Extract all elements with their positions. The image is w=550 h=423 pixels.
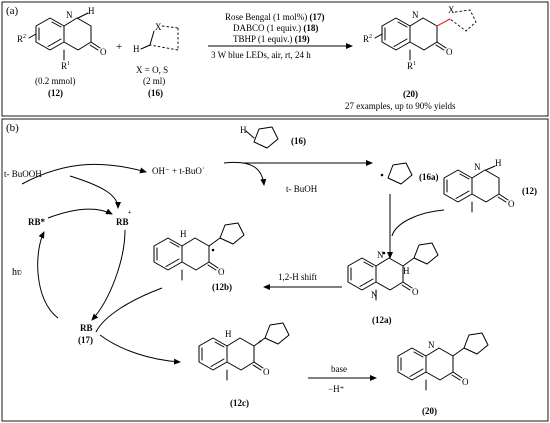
adduct-n1: N — [371, 290, 378, 300]
tbhp-activation-arrow — [21, 163, 147, 185]
q12-n4: N — [474, 162, 481, 172]
reactant-id: (12) — [48, 88, 63, 98]
panel-a-frame — [1, 1, 549, 117]
thf-radical-id: (16a) — [419, 172, 439, 182]
heteroatom-values: X = O, S — [136, 65, 168, 75]
shifted-nh: H — [180, 229, 187, 239]
product-r1: R — [407, 61, 413, 71]
reactant-amount: (0.2 mmol) — [35, 76, 76, 86]
rb-oxidation-arrow — [69, 175, 121, 209]
shifted-oxygen: O — [218, 267, 225, 277]
adduct-oxygen: O — [412, 287, 419, 297]
product-r2: R — [363, 34, 369, 44]
product-r1-sup: 1 — [413, 61, 416, 67]
panel-b-label: (b) — [6, 122, 19, 134]
condition-catalyst: Rose Bengal (1 mol%) (17) — [225, 12, 325, 22]
thf-reagent — [245, 126, 279, 149]
condition-light: 3 W blue LEDs, air, rt, 24 h — [211, 50, 311, 60]
rb-id: (17) — [78, 335, 93, 345]
adduct-id: (12a) — [372, 315, 392, 325]
c3-hydrogen: H — [88, 6, 95, 16]
cation-12c — [198, 322, 290, 381]
cation-formation-arrow — [99, 334, 181, 365]
reaction-conditions: Rose Bengal (1 mol%) (17) DABCO (1 equiv… — [211, 12, 325, 60]
rb-radical-cation: RB — [116, 217, 129, 227]
r2-substituent: R — [17, 34, 23, 44]
adduct-h: H — [403, 266, 410, 276]
tbhp-label: t- BuOOH — [4, 169, 42, 179]
rb-charge: + — [128, 210, 132, 216]
photoredox-cycle — [37, 208, 126, 321]
cation-charge: + — [258, 338, 262, 346]
thf-radical — [380, 162, 413, 185]
reactant-quinoxalinone — [28, 12, 101, 61]
condition-base: DABCO (1 equiv.) (18) — [233, 23, 318, 33]
shifted-id: (12b) — [212, 282, 232, 292]
light-label: hʋ — [12, 267, 22, 278]
q12-oxygen: O — [508, 199, 515, 209]
final-n4: N — [428, 340, 435, 350]
reactant-ether — [140, 25, 179, 51]
yield-summary: 27 examples, up to 90% yields — [345, 101, 456, 111]
deprotonation-label: −H⁺ — [328, 384, 345, 394]
quinoxalinone-12 — [443, 165, 509, 213]
product-id: (20) — [403, 89, 418, 99]
ether-id: (16) — [148, 88, 163, 98]
radical-products: OH⁻ + t-BuO˙ — [152, 166, 205, 176]
ether-heteroatom: X — [155, 22, 162, 32]
h-shift-label: 1,2-H shift — [278, 272, 317, 282]
product-oxygen: O — [446, 47, 453, 57]
product-structure — [374, 9, 477, 61]
hat-arrow — [223, 161, 267, 186]
final-oxygen: O — [462, 377, 469, 387]
adduct-n4: N — [377, 250, 384, 260]
rb-excited: RB* — [28, 217, 46, 227]
r1-superscript: 1 — [67, 61, 70, 67]
thf-id: (16) — [291, 136, 306, 146]
thf-hydrogen: H — [240, 125, 247, 135]
carbonyl-oxygen: O — [100, 47, 107, 57]
ether-hydrogen: H — [133, 44, 140, 54]
condition-oxidant: TBHP (1 equiv.) (19) — [233, 34, 310, 44]
shifted-radical-12b — [153, 222, 245, 281]
product-r2-sup: 2 — [369, 34, 372, 40]
n4-atom: N — [66, 10, 73, 20]
panel-b-frame — [1, 118, 549, 422]
panel-a-label: (a) — [6, 5, 19, 17]
cation-nh: H — [225, 329, 232, 339]
base-label: base — [331, 364, 347, 374]
final-id: (20) — [422, 406, 437, 416]
cation-id: (12c) — [230, 398, 249, 408]
rb-ground: RB — [80, 323, 93, 333]
quinoxalinone-feed-arrow — [391, 209, 445, 237]
q12-hydrogen: H — [495, 158, 502, 168]
tbuoh-label: t- BuOH — [286, 184, 318, 194]
r1-substituent: R — [61, 61, 67, 71]
ether-amount: (2 ml) — [143, 76, 165, 86]
cation-oxygen: O — [263, 367, 270, 377]
final-product-20 — [397, 332, 489, 391]
q12-id: (12) — [522, 186, 537, 196]
radical-adduct-12a — [347, 242, 439, 301]
product-n4: N — [412, 10, 419, 20]
product-heteroatom: X — [448, 5, 455, 15]
r2-superscript: 2 — [23, 34, 26, 40]
radical-oxidation-arrow — [95, 287, 163, 333]
plus-sign: + — [116, 41, 122, 53]
